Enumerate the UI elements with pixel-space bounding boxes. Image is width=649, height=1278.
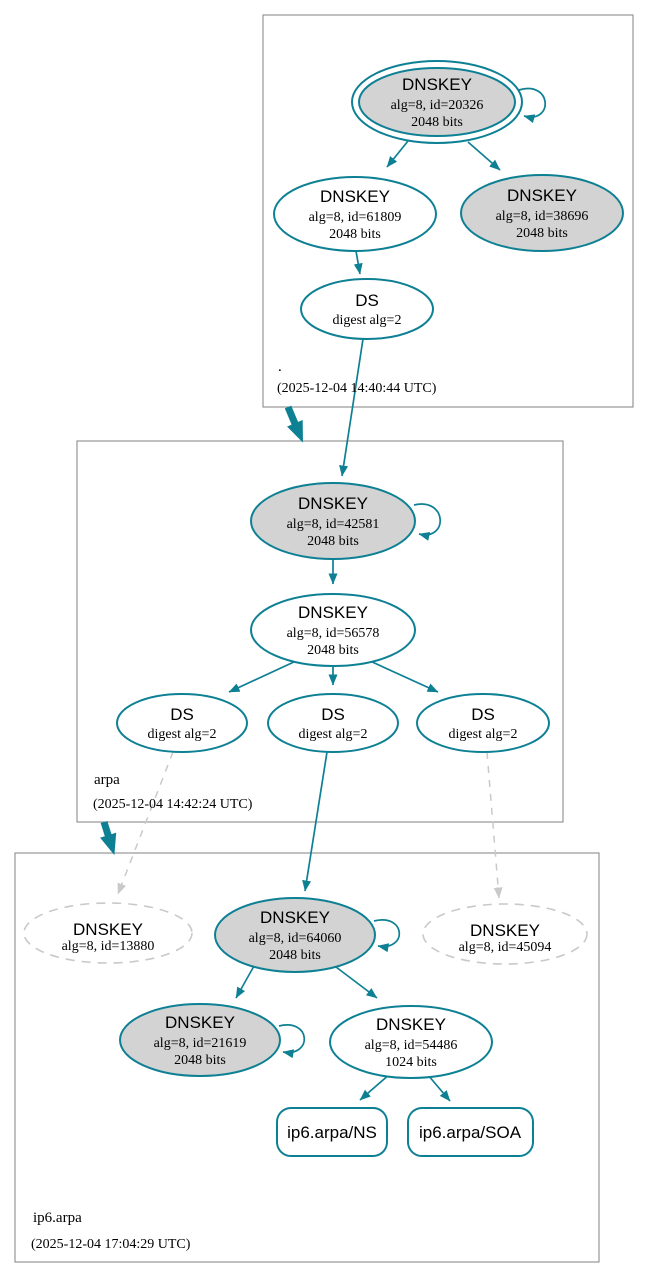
ds-root-ellipse (300, 278, 434, 340)
node-title: DNSKEY (376, 1015, 446, 1034)
node-dnskey-54486[interactable]: DNSKEY alg=8, id=54486 1024 bits (329, 1005, 493, 1079)
self-loop-ksk42581 (413, 503, 442, 541)
node-bits: 2048 bits (516, 226, 568, 241)
dnskey-56578-ellipse (250, 593, 416, 667)
edge-ksk20326-to-zsk61809 (386, 140, 409, 168)
node-detail: alg=8, id=13880 (62, 939, 155, 954)
dnskey-64060-ellipse (214, 897, 376, 973)
edge-zsk61809-to-ds (353, 250, 363, 275)
node-bits: 2048 bits (411, 115, 463, 130)
node-detail: alg=8, id=20326 (391, 98, 484, 113)
self-loop-ksk20326 (518, 87, 547, 124)
node-dnskey-56578[interactable]: DNSKEY alg=8, id=56578 2048 bits (250, 593, 416, 667)
node-dnskey-61809[interactable]: DNSKEY alg=8, id=61809 2048 bits (273, 176, 437, 252)
node-dnskey-64060[interactable]: DNSKEY alg=8, id=64060 2048 bits (214, 897, 376, 973)
node-detail: alg=8, id=45094 (459, 940, 552, 955)
node-bits: 2048 bits (269, 948, 321, 963)
zone-timestamp-arpa: (2025-12-04 14:42:24 UTC) (93, 797, 253, 812)
node-bits: 2048 bits (174, 1053, 226, 1068)
rrset-label: ip6.arpa/NS (287, 1123, 377, 1142)
node-detail: alg=8, id=56578 (287, 626, 380, 641)
node-detail: digest alg=2 (449, 727, 518, 742)
zone-label-arpa: arpa (94, 772, 120, 788)
edge-zsk54486-to-soa (427, 1074, 451, 1102)
node-title: DNSKEY (507, 186, 577, 205)
node-detail: digest alg=2 (333, 313, 402, 328)
node-title: DS (355, 291, 379, 310)
ds-arpa-3-ellipse (416, 693, 550, 753)
edge-ksk64060-to-zsk54486 (335, 966, 378, 999)
delegation-arrow-root-to-arpa (284, 405, 303, 443)
ns-rrset-rect (276, 1107, 388, 1157)
node-dnskey-21619[interactable]: DNSKEY alg=8, id=21619 2048 bits (119, 1003, 281, 1077)
edge-ksk64060-to-dnskey21619 (235, 965, 255, 999)
node-title: DNSKEY (298, 603, 368, 622)
node-detail: alg=8, id=61809 (309, 210, 402, 225)
edge-ds3-to-missing-dnskey45094 (486, 751, 503, 899)
zone-timestamp-ip6-arpa: (2025-12-04 17:04:29 UTC) (31, 1237, 191, 1252)
node-title: DS (170, 705, 194, 724)
node-ds-arpa-3[interactable]: DS digest alg=2 (416, 693, 550, 753)
node-dnskey-45094-missing[interactable]: DNSKEY alg=8, id=45094 (422, 903, 588, 965)
dnskey-38696-ellipse (460, 174, 624, 252)
dnskey-42581-ellipse (250, 482, 416, 560)
ds-arpa-1-ellipse (116, 693, 248, 753)
node-bits: 2048 bits (307, 643, 359, 658)
node-detail: alg=8, id=21619 (154, 1036, 247, 1051)
node-bits: 2048 bits (307, 534, 359, 549)
node-detail: alg=8, id=54486 (365, 1038, 458, 1053)
node-title: DNSKEY (165, 1013, 235, 1032)
edge-ds1-to-missing-dnskey13880 (117, 751, 174, 895)
node-rrset-ns[interactable]: ip6.arpa/NS (276, 1107, 388, 1157)
dnskey-54486-ellipse (329, 1005, 493, 1079)
node-rrset-soa[interactable]: ip6.arpa/SOA (407, 1107, 534, 1157)
zone-label-ip6-arpa: ip6.arpa (33, 1210, 82, 1226)
ds-arpa-2-ellipse (267, 693, 399, 753)
zone-timestamp-root: (2025-12-04 14:40:44 UTC) (277, 381, 437, 396)
dnskey-45094-ellipse (422, 903, 588, 965)
delegation-arrow-arpa-to-ip6 (99, 820, 117, 856)
node-ds-root[interactable]: DS digest alg=2 (300, 278, 434, 340)
edge-zsk56578-to-ds1 (228, 660, 297, 693)
node-title: DNSKEY (470, 921, 540, 940)
node-title: DNSKEY (402, 75, 472, 94)
node-detail: alg=8, id=38696 (496, 209, 589, 224)
node-ds-arpa-1[interactable]: DS digest alg=2 (116, 693, 248, 753)
self-loop-ksk64060 (373, 919, 401, 953)
self-loop-dnskey21619 (278, 1024, 306, 1059)
zone-label-root: . (278, 359, 282, 375)
edge-zsk54486-to-ns (359, 1073, 391, 1101)
node-bits: 1024 bits (385, 1055, 437, 1070)
node-detail: digest alg=2 (299, 727, 368, 742)
rrset-label: ip6.arpa/SOA (419, 1123, 522, 1142)
node-title: DS (471, 705, 495, 724)
node-ds-arpa-2[interactable]: DS digest alg=2 (267, 693, 399, 753)
dnskey-13880-ellipse (23, 902, 193, 964)
soa-rrset-rect (407, 1107, 534, 1157)
node-detail: alg=8, id=64060 (249, 931, 342, 946)
node-detail: alg=8, id=42581 (287, 517, 380, 532)
node-dnskey-38696[interactable]: DNSKEY alg=8, id=38696 2048 bits (460, 174, 624, 252)
dnskey-21619-ellipse (119, 1003, 281, 1077)
dnskey-20326-inner-ring (358, 67, 516, 137)
node-detail: digest alg=2 (148, 727, 217, 742)
node-dnskey-20326[interactable]: DNSKEY alg=8, id=20326 2048 bits (351, 60, 523, 144)
edge-ds2-to-ip6-ksk64060 (302, 751, 328, 892)
edge-rootds-to-arpa-ksk42581 (339, 338, 364, 477)
node-dnskey-13880-missing[interactable]: DNSKEY alg=8, id=13880 (23, 902, 193, 964)
node-title: DNSKEY (298, 494, 368, 513)
node-bits: 2048 bits (329, 227, 381, 242)
dnskey-61809-ellipse (273, 176, 437, 252)
edge-zsk56578-to-ds3 (369, 660, 439, 693)
node-dnskey-42581[interactable]: DNSKEY alg=8, id=42581 2048 bits (250, 482, 416, 560)
edge-ksk20326-to-dnskey38696 (467, 141, 501, 171)
node-title: DS (321, 705, 345, 724)
node-title: DNSKEY (260, 908, 330, 927)
node-title: DNSKEY (73, 920, 143, 939)
node-title: DNSKEY (320, 187, 390, 206)
